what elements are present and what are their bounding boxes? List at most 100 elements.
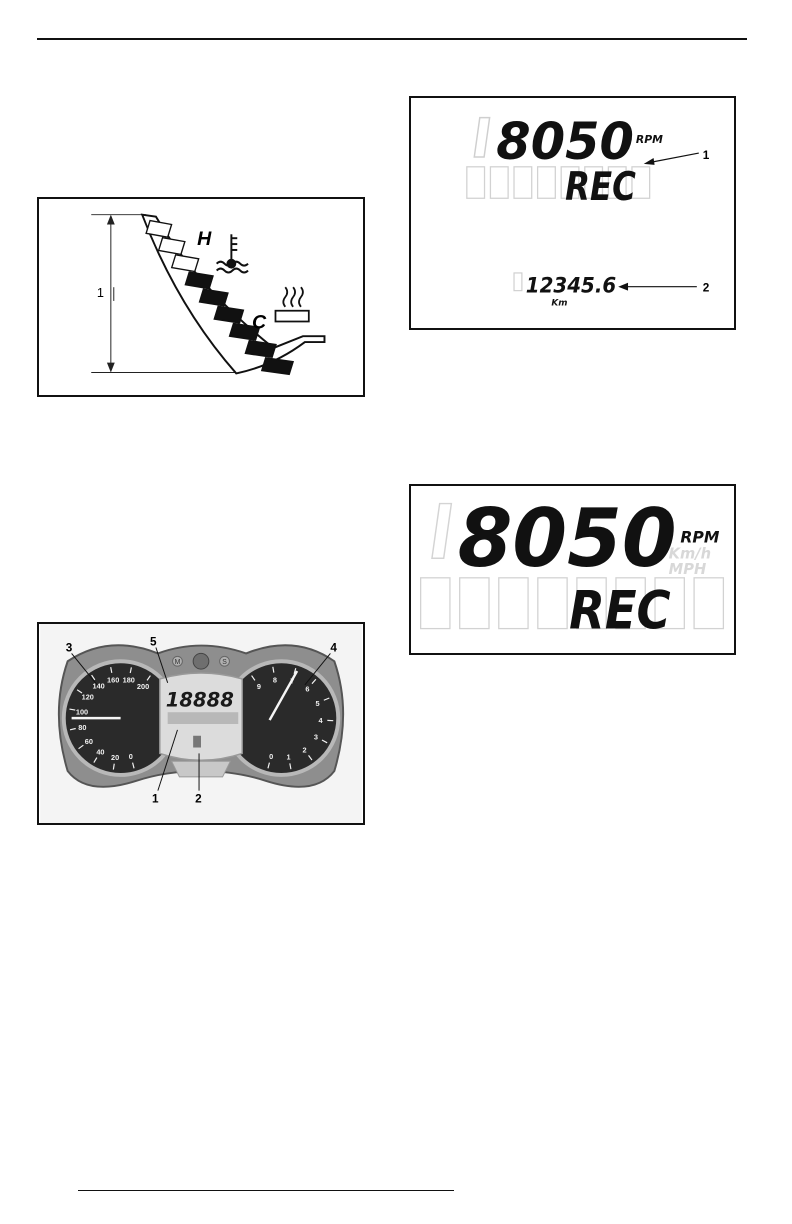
speed-tick-label-tick — [91, 674, 96, 681]
callout-1-leader — [647, 152, 699, 164]
callout-1: 1 — [703, 149, 710, 162]
lcd-ghost-character-row — [420, 577, 725, 630]
mode-button-label: M — [175, 659, 181, 666]
speed-tick-label: 140 — [93, 682, 105, 691]
lcd-ghost-character-row — [466, 166, 651, 199]
hot-label: H — [197, 228, 212, 250]
temp-segment-lit — [184, 271, 214, 290]
odometer-value: 12345.6 — [526, 274, 616, 299]
temp-segment-lit — [228, 322, 261, 341]
unit-mph: MPH — [669, 561, 707, 578]
lcd-ghost-segments-top — [473, 116, 491, 158]
mode-button[interactable] — [172, 655, 183, 667]
speed-tick-label: 200 — [137, 682, 149, 691]
rpm-value: 8050 — [458, 492, 677, 585]
lcd-message: REC — [565, 165, 636, 210]
set-button[interactable] — [219, 655, 230, 667]
speed-tick-label: 60 — [85, 737, 93, 746]
temperature-segments — [145, 219, 295, 376]
rpm-tick-label: 1 — [286, 753, 290, 762]
callout-2: 2 — [703, 282, 710, 295]
speed-tick-label-tick — [69, 727, 76, 731]
rpm-value: 8050 — [496, 113, 634, 172]
speed-tick-label-tick — [112, 763, 115, 770]
temp-segment-unlit — [157, 236, 186, 256]
rpm-tick-label: 6 — [305, 685, 309, 694]
lcd-ghost-character — [693, 577, 725, 630]
unit-kmh: Km/h — [669, 545, 711, 562]
rpm-tick-label: 5 — [316, 699, 320, 708]
callout-3: 3 — [66, 641, 73, 654]
lcd-ghost-digit — [431, 502, 453, 560]
rpm-tick-label-tick — [251, 675, 256, 681]
thermometer-icon — [215, 234, 249, 274]
lcd-ghost-character — [576, 577, 607, 630]
lcd-message: REC — [569, 581, 671, 642]
rpm-tick-label-tick — [267, 762, 270, 769]
rpm-tick-label-tick — [311, 678, 317, 685]
lcd-main-digits: 18888 — [166, 688, 234, 711]
temp-segment-lit — [198, 288, 229, 307]
speed-tick-label: 120 — [82, 693, 94, 702]
tachometer-scale: 0123456789 — [251, 666, 334, 770]
tachometer-needle — [268, 670, 299, 721]
rpm-tick-label: 2 — [302, 746, 306, 755]
speed-tick-label: 80 — [78, 723, 86, 732]
lcd-ghost-character — [498, 577, 529, 630]
footer-rule — [78, 1190, 454, 1191]
rpm-tick-label-tick — [308, 755, 313, 761]
lcd-ghost-character — [654, 577, 685, 630]
rpm-tick-label-tick — [293, 668, 297, 674]
lcd-ghost-character — [459, 577, 490, 630]
heater-icon — [274, 286, 310, 323]
speed-tick-label-tick — [146, 675, 151, 681]
lower-panel — [170, 760, 232, 778]
set-button-label: S — [222, 659, 227, 666]
rpm-tick-label: 3 — [314, 733, 318, 742]
callout-5-leader — [155, 647, 169, 683]
rpm-unit: RPM — [636, 133, 663, 146]
speed-tick-label-tick — [129, 667, 132, 674]
temp-segment-unlit — [170, 254, 200, 273]
callout-4: 4 — [330, 641, 337, 654]
temp-segment-lit — [244, 339, 277, 359]
rpm-tick-label: 4 — [319, 716, 324, 725]
speed-tick-label: 20 — [111, 753, 119, 762]
speed-tick-label: 40 — [96, 748, 104, 757]
callout-4-leader — [304, 653, 331, 686]
brand-logo — [192, 652, 210, 670]
lcd-ghost-character — [420, 577, 451, 630]
lcd-ghost-character — [489, 166, 509, 199]
lcd-indicator — [193, 735, 201, 748]
lcd-detail-figure-2: 8050 RPM Km/h MPH REC — [409, 484, 736, 655]
speed-tick-label: 0 — [129, 752, 133, 761]
callout-1: 1 — [97, 285, 104, 300]
speed-tick-label-tick — [110, 667, 113, 674]
callout-1: 1 — [152, 792, 159, 805]
speed-tick-label-tick — [93, 757, 98, 763]
temperature-gauge-figure: 1 H C — [37, 197, 365, 397]
rpm-unit: RPM — [680, 529, 719, 547]
rpm-tick-label: 8 — [273, 675, 277, 684]
cold-label: C — [252, 311, 267, 333]
temp-segment-lit — [260, 356, 295, 376]
lcd-message-row — [167, 712, 239, 724]
speed-tick-label-tick — [78, 744, 84, 750]
speed-tick-label: 180 — [123, 676, 135, 685]
callout-2: 2 — [195, 792, 202, 805]
callout-1-arrowhead — [643, 157, 655, 165]
lcd-ghost-character — [631, 166, 651, 199]
temp-segment-unlit — [145, 219, 173, 239]
rpm-tick-label-tick — [321, 739, 328, 744]
rpm-tick-label: 0 — [269, 752, 273, 761]
rpm-tick-label-tick — [323, 697, 330, 701]
callout-2-arrowhead — [618, 282, 629, 291]
lcd-ghost-character — [466, 166, 486, 199]
speed-tick-label-tick — [132, 762, 135, 769]
arrow-head-down — [106, 362, 115, 373]
odometer-ghost-digit — [513, 272, 523, 292]
lcd-ghost-character — [607, 166, 627, 199]
lcd-ghost-character — [584, 166, 604, 199]
